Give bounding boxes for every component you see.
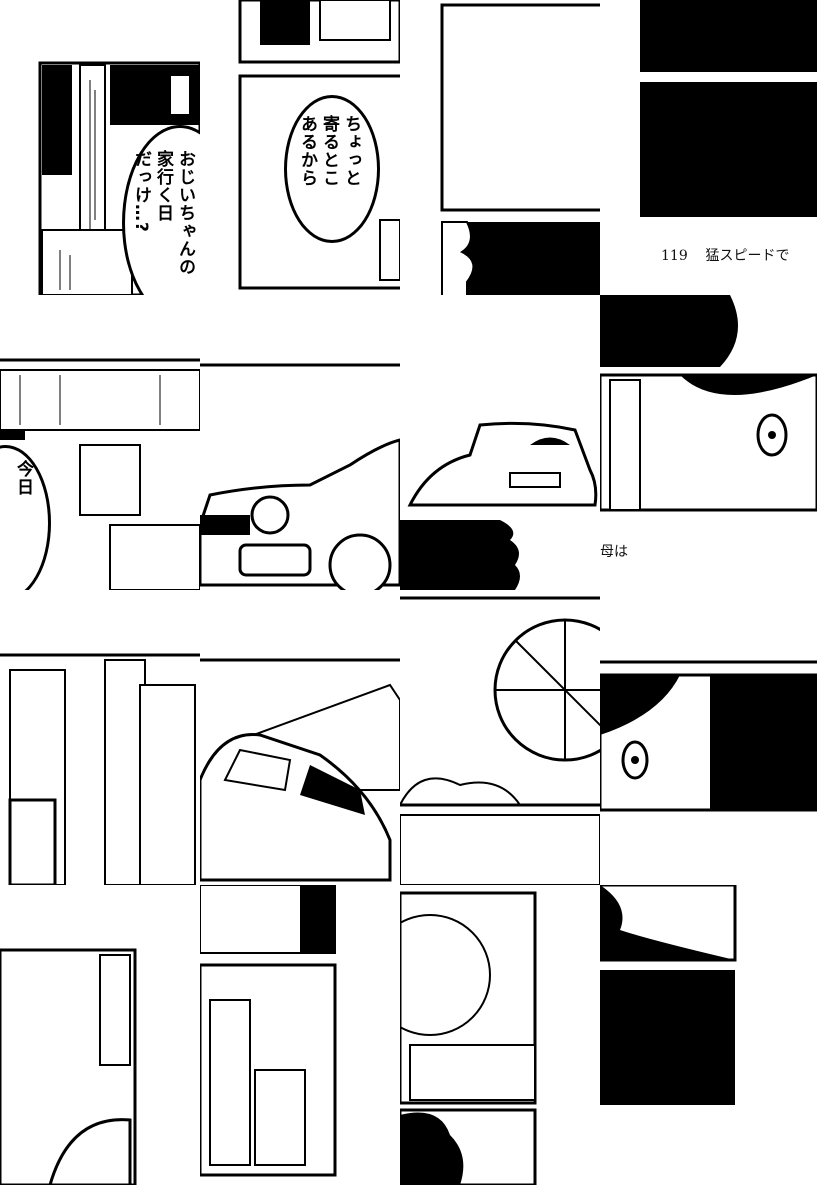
dark-panel-drawing xyxy=(600,885,737,1105)
manga-tile-boy-closeup xyxy=(600,590,817,885)
speech-line: あるから xyxy=(297,115,317,187)
manga-tile-kitchen: 今日 xyxy=(0,295,200,590)
kitchen-interior-drawing xyxy=(38,61,200,295)
boy-face-drawing xyxy=(600,295,817,512)
speech-line: ちょっと xyxy=(341,115,361,187)
speech-line: おじいちゃんの xyxy=(175,150,195,276)
speech-line: だっけ…? xyxy=(131,150,151,233)
tower-drawing xyxy=(200,885,337,1177)
manga-tile-car-rear xyxy=(400,295,600,590)
buildings-drawing xyxy=(0,653,200,885)
speech-text: おじいちゃんの 家行く日 だっけ…? xyxy=(130,150,196,295)
manga-tile-page-footer: 119 猛スピードで xyxy=(600,0,817,295)
page-footer: 119 猛スピードで xyxy=(661,245,790,265)
speech-text: ちょっと 寄るとこ あるから xyxy=(296,115,362,225)
speech-line: 家行く日 xyxy=(153,150,173,222)
car-drawing xyxy=(200,363,400,590)
manga-tile-buildings xyxy=(0,590,200,885)
manga-tile-errand-bubble: ちょっと 寄るとこ あるから xyxy=(200,0,400,295)
boy-face-drawing xyxy=(600,660,817,812)
dark-panel-drawing xyxy=(640,0,817,217)
speech-bubble xyxy=(284,95,380,243)
caption-text: 母は xyxy=(600,544,628,560)
manga-tile-room xyxy=(0,885,200,1185)
room-drawing xyxy=(0,948,137,1185)
manga-tile-dark xyxy=(600,885,817,1185)
manga-tile-grandpa-bubble: おじいちゃんの 家行く日 だっけ…? xyxy=(0,0,200,295)
manga-tile-ferris-wheel xyxy=(400,590,600,885)
kitchen-drawing xyxy=(0,358,200,590)
car-drawing xyxy=(400,421,600,590)
car-drawing xyxy=(200,658,400,882)
manga-tile-car-building xyxy=(200,590,400,885)
manga-tile-empty-panel xyxy=(400,0,600,295)
manga-tile-car-front xyxy=(200,295,400,590)
speech-text: 今日 xyxy=(13,460,33,496)
manga-tile-boy-face: 母は xyxy=(600,295,817,590)
speech-line: 寄るとこ xyxy=(319,115,339,187)
ferris-wheel-drawing xyxy=(400,891,537,1185)
manga-tile-ferris-wheel-low xyxy=(400,885,600,1185)
running-title: 猛スピードで xyxy=(705,248,790,264)
manga-tile-tower xyxy=(200,885,400,1185)
ferris-wheel-drawing xyxy=(400,596,600,885)
panel-frame-drawing xyxy=(440,3,600,295)
page-number: 119 xyxy=(661,248,688,264)
